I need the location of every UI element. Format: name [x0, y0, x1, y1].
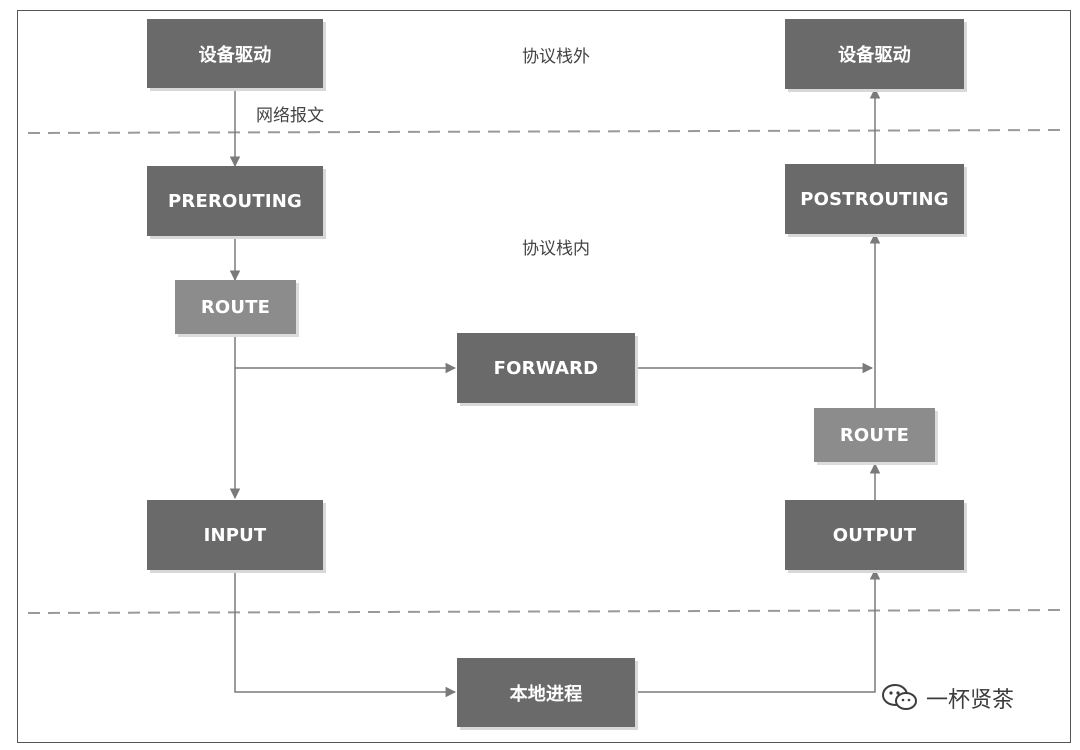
- inside-stack-label: 协议栈内: [522, 239, 590, 259]
- arrow-local-process-to-output: [636, 568, 881, 693]
- node-input: INPUT: [147, 500, 323, 570]
- node-device-driver-out: 设备驱动: [785, 19, 964, 89]
- node-postrouting: POSTROUTING: [785, 164, 964, 234]
- node-local-process: 本地进程: [457, 658, 635, 727]
- node-output: OUTPUT: [785, 500, 964, 570]
- node-forward: FORWARD: [457, 333, 635, 403]
- boundary-line-top: [27, 129, 1063, 134]
- outside-stack-label: 协议栈外: [522, 47, 590, 67]
- boundary-line-bottom: [27, 609, 1063, 614]
- node-prerouting: PREROUTING: [147, 166, 323, 236]
- node-device-driver-in: 设备驱动: [147, 19, 323, 88]
- watermark: 一杯贤茶: [880, 682, 1014, 714]
- arrow-input-to-local-process: [234, 570, 457, 698]
- node-route-out: ROUTE: [814, 408, 935, 462]
- node-route-in: ROUTE: [175, 280, 296, 334]
- network-packet-label: 网络报文: [256, 106, 324, 126]
- wechat-icon: [882, 684, 917, 710]
- watermark-text: 一杯贤茶: [926, 688, 1015, 713]
